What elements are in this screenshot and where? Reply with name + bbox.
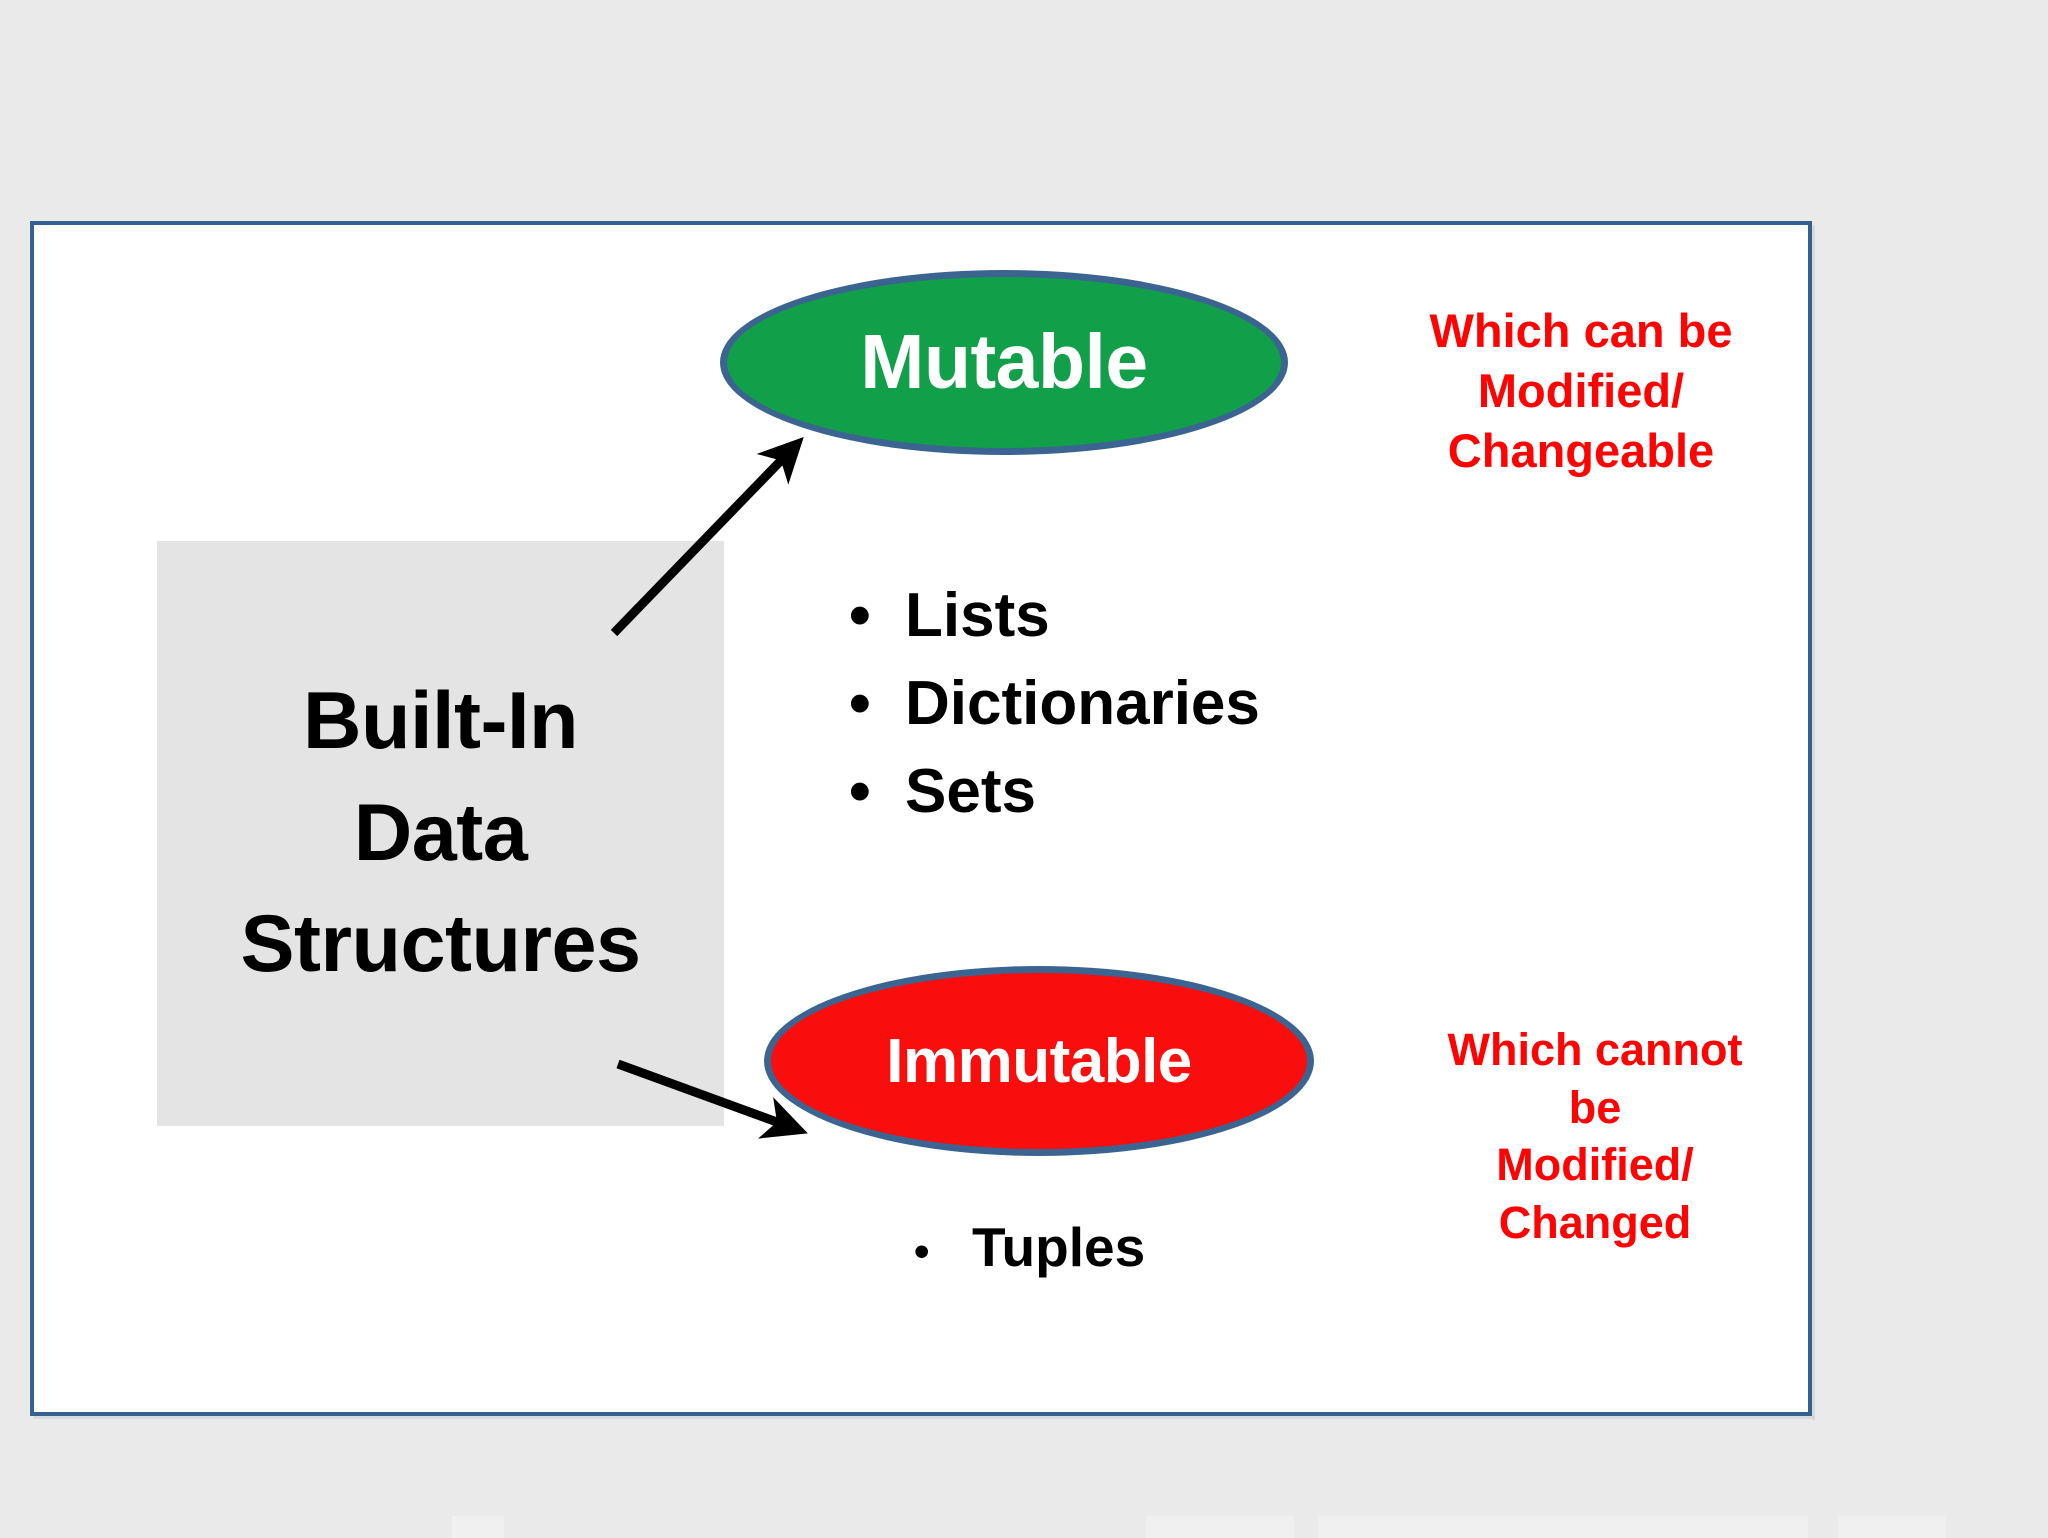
- builtin-data-structures-box: Built-In Data Structures: [157, 541, 724, 1126]
- bullet-icon: •: [849, 757, 871, 827]
- mutable-ellipse-label: Mutable: [860, 319, 1148, 405]
- list-item: • Lists: [849, 572, 1260, 660]
- chrome-remnant: [1146, 1516, 1294, 1538]
- mutable-note: Which can be Modified/ Changeable: [1376, 301, 1786, 481]
- mutable-item-label: Lists: [905, 581, 1050, 650]
- list-item: • Tuples: [914, 1212, 1145, 1284]
- slide-page: Built-In Data Structures Mutable • Lists…: [30, 221, 1812, 1416]
- mutable-item-label: Dictionaries: [905, 669, 1260, 739]
- mutable-note-line-2: Modified/: [1477, 364, 1685, 418]
- slide-frame-shadow-bottom: [34, 1416, 1815, 1419]
- chrome-remnant: [452, 1516, 504, 1538]
- immutable-note-line-2: be: [1568, 1081, 1622, 1133]
- immutable-note: Which cannot be Modified/ Changed: [1400, 1021, 1790, 1251]
- list-item: • Dictionaries: [849, 660, 1260, 748]
- immutable-note-line-1: Which cannot: [1447, 1024, 1743, 1075]
- chrome-remnant: [1838, 1516, 1946, 1538]
- builtin-line-3: Structures: [240, 899, 641, 990]
- immutable-item-label: Tuples: [972, 1216, 1146, 1278]
- builtin-line-1: Built-In: [303, 675, 578, 766]
- bullet-icon: •: [849, 669, 871, 739]
- mutable-items-list: • Lists • Dictionaries • Sets: [849, 572, 1260, 836]
- immutable-note-line-3: Modified/: [1496, 1139, 1694, 1191]
- bullet-icon: •: [914, 1227, 930, 1276]
- immutable-ellipse: Immutable: [764, 966, 1314, 1156]
- mutable-note-line-1: Which can be: [1429, 304, 1733, 357]
- mutable-note-line-3: Changeable: [1447, 424, 1715, 478]
- slide-frame-shadow-right: [1812, 225, 1815, 1420]
- mutable-item-label: Sets: [905, 757, 1036, 827]
- immutable-note-line-4: Changed: [1498, 1196, 1692, 1248]
- bullet-icon: •: [849, 581, 871, 650]
- list-item: • Sets: [849, 748, 1260, 836]
- immutable-items-list: • Tuples: [914, 1212, 1145, 1284]
- builtin-line-2: Data: [353, 787, 528, 878]
- chrome-remnant: [1318, 1516, 1808, 1538]
- mutable-ellipse: Mutable: [720, 270, 1288, 455]
- immutable-ellipse-label: Immutable: [886, 1026, 1192, 1096]
